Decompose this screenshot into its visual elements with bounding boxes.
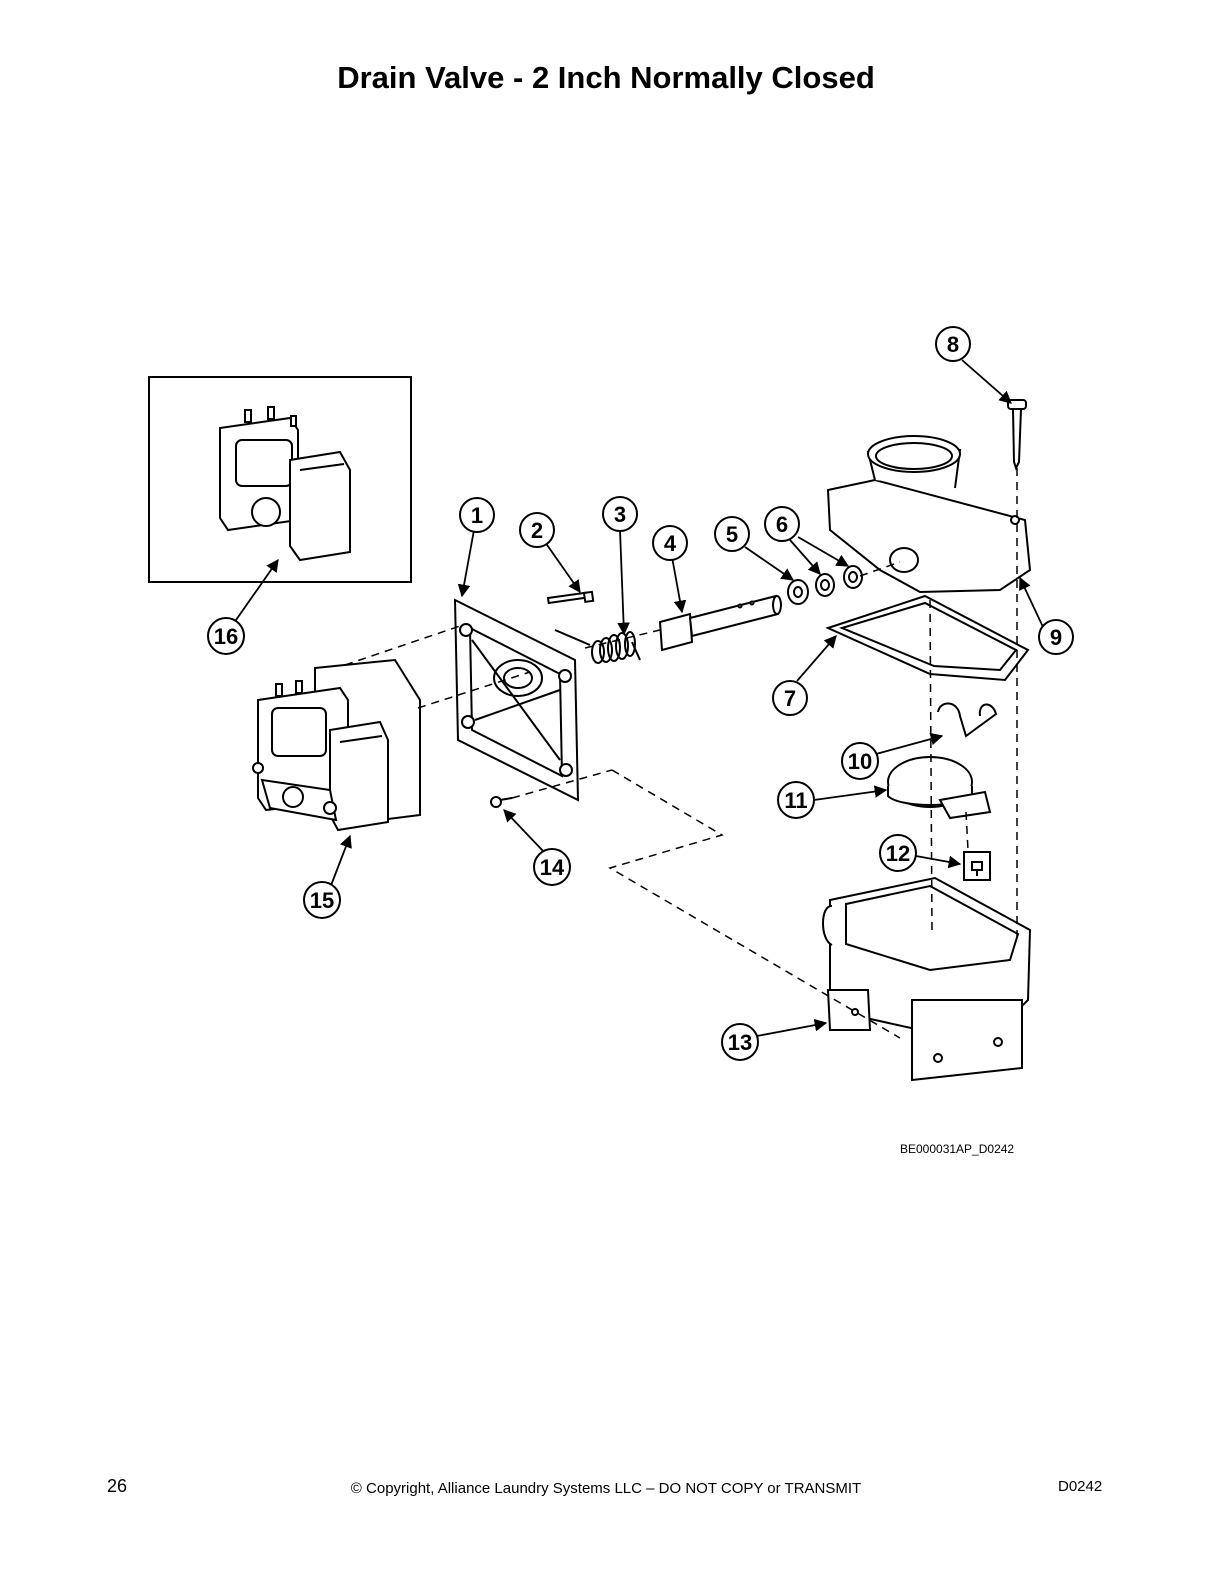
callout-13: 13 xyxy=(728,1030,752,1055)
valve-base-drawing xyxy=(822,876,1032,1082)
page-number: 26 xyxy=(107,1476,128,1496)
callout-7: 7 xyxy=(784,686,796,711)
callout-16: 16 xyxy=(214,624,238,649)
callout-4: 4 xyxy=(664,531,677,556)
inset-box xyxy=(148,376,412,583)
long-screw-drawing xyxy=(1007,399,1027,471)
callout-circle-13 xyxy=(721,1023,759,1061)
shaft-drawing xyxy=(658,594,782,652)
callout-circle-6 xyxy=(764,506,800,542)
page-title: Drain Valve - 2 Inch Normally Closed xyxy=(337,60,875,95)
callout-15: 15 xyxy=(310,888,334,913)
callout-circle-2 xyxy=(519,512,555,548)
spring-drawing xyxy=(554,629,641,664)
washers-drawing xyxy=(787,565,863,605)
solenoid-assembly-drawing xyxy=(252,658,421,832)
document-code: D0242 xyxy=(1058,1478,1103,1495)
screw-drawing xyxy=(546,590,595,605)
valve-top-housing-drawing xyxy=(826,435,1032,594)
callout-14: 14 xyxy=(540,855,565,880)
callout-circle-12 xyxy=(879,834,917,872)
callout-labels: 1 2 3 4 5 6 7 8 9 10 11 12 13 14 15 16 xyxy=(214,332,1062,1055)
small-screw-drawing xyxy=(963,851,991,881)
callout-11: 11 xyxy=(784,788,807,813)
callout-2: 2 xyxy=(531,518,543,543)
leader-arrows xyxy=(235,359,1044,1037)
valve-disc-drawing xyxy=(887,756,992,820)
callout-10: 10 xyxy=(848,749,872,774)
callout-9: 9 xyxy=(1050,625,1062,650)
assembly-lines xyxy=(344,468,1018,1039)
callout-circle-4 xyxy=(652,525,688,561)
callout-12: 12 xyxy=(886,841,910,866)
copyright-notice: © Copyright, Alliance Laundry Systems LL… xyxy=(350,1480,862,1497)
callout-circle-15 xyxy=(303,881,341,919)
callout-circle-5 xyxy=(714,516,750,552)
callout-circle-14 xyxy=(533,848,571,886)
callout-8: 8 xyxy=(947,332,959,357)
callout-circle-8 xyxy=(935,326,971,362)
mounting-plate-drawing xyxy=(453,598,580,802)
callout-1: 1 xyxy=(471,503,483,528)
callout-3: 3 xyxy=(614,502,626,527)
callout-circle-10 xyxy=(841,742,879,780)
diagram-code: BE000031AP_D0242 xyxy=(900,1142,1015,1156)
callout-6: 6 xyxy=(776,512,788,537)
callout-circle-11 xyxy=(777,781,815,819)
small-bolt-drawing xyxy=(490,796,513,808)
callout-circle-7 xyxy=(772,680,808,716)
solenoid-inset-drawing xyxy=(219,406,351,562)
callout-circle-9 xyxy=(1038,619,1074,655)
callout-5: 5 xyxy=(726,522,738,547)
callout-circles xyxy=(207,326,1074,1061)
callout-circle-16 xyxy=(207,617,245,655)
callout-circle-3 xyxy=(602,496,638,532)
clip-drawing xyxy=(937,702,998,738)
gasket-drawing xyxy=(825,594,1030,682)
callout-circle-1 xyxy=(459,497,495,533)
